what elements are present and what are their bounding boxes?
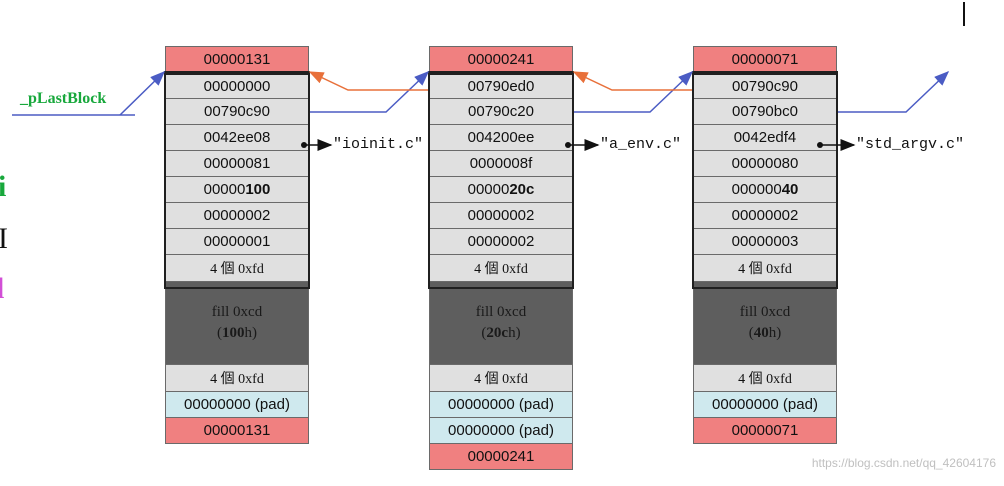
fill-size: (100h) — [217, 325, 257, 341]
data-fill-area: fill 0xcd (20ch) — [429, 281, 573, 365]
fill-size: (40h) — [748, 325, 782, 341]
no-mans-land-bottom: 4 個 0xfd — [693, 364, 837, 392]
filename-label-2: "a_env.c" — [600, 136, 682, 153]
fill-label: fill 0xcd — [211, 304, 263, 320]
memory-block-1: 00000131 00000000 00790c90 0042ee08 0000… — [165, 46, 309, 444]
no-mans-land-top: 4 個 0xfd — [693, 254, 837, 282]
block-use-cell: 00000002 — [165, 202, 309, 229]
plastblock-text: _pLastBlock — [20, 90, 107, 107]
fill-size-suffix: h — [768, 325, 777, 341]
fill-size-suffix: h — [508, 325, 516, 341]
next-pointer-cell: 00790bc0 — [693, 98, 837, 125]
block-footer: 00000071 — [693, 417, 837, 444]
line-number-cell: 0000008f — [429, 150, 573, 177]
no-mans-land-bottom: 4 個 0xfd — [165, 364, 309, 392]
data-fill-area: fill 0xcd (40h) — [693, 281, 837, 365]
fill-size-bold: 100 — [222, 325, 245, 341]
fill-label: fill 0xcd — [739, 304, 791, 320]
watermark: https://blog.csdn.net/qq_42604176 — [811, 456, 996, 470]
next-pointer-cell: 00790c90 — [165, 98, 309, 125]
memory-block-3: 00000071 00790c90 00790bc0 0042edf4 0000… — [693, 46, 837, 444]
plastblock-pointer — [119, 70, 166, 116]
data-size-prefix: 00000 — [467, 181, 510, 198]
block-header: 00000071 — [693, 46, 837, 73]
next-arrow-1-to-2 — [310, 70, 430, 113]
fill-size-bold: 20c — [486, 325, 509, 341]
pad-cell: 00000000 (pad) — [693, 391, 837, 418]
plastblock-label: _pLastBlock — [10, 84, 136, 116]
prev-pointer-cell: 00790c90 — [693, 72, 837, 99]
next-arrow-2-to-3 — [574, 70, 694, 113]
block-header: 00000131 — [165, 46, 309, 73]
fill-label: fill 0xcd — [475, 304, 527, 320]
fill-size-suffix: h — [244, 325, 253, 341]
line-number-cell: 00000080 — [693, 150, 837, 177]
block-use-cell: 00000002 — [429, 202, 573, 229]
data-size-prefix: 00000 — [203, 181, 246, 198]
data-fill-area: fill 0xcd (100h) — [165, 281, 309, 365]
cropped-text-fragment-1: i — [0, 170, 7, 203]
next-arrow-3-out — [838, 70, 950, 113]
data-size-bold: 40 — [781, 181, 799, 198]
block-footer: 00000241 — [429, 443, 573, 470]
fill-size: (20ch) — [481, 325, 521, 341]
data-size-bold: 20c — [509, 181, 535, 198]
cropped-text-fragment-3: l — [0, 272, 5, 305]
block-footer: 00000131 — [165, 417, 309, 444]
filename-pointer-cell: 004200ee — [429, 124, 573, 151]
data-size-prefix: 000000 — [731, 181, 782, 198]
next-pointer-cell: 00790c20 — [429, 98, 573, 125]
prev-arrow-2-to-1 — [308, 71, 428, 91]
fill-size-bold: 40 — [753, 325, 769, 341]
prev-arrow-3-to-2 — [572, 71, 692, 91]
cropped-text-fragment-2: I — [0, 222, 8, 255]
filename-label-1: "ioinit.c" — [333, 136, 424, 153]
filename-label-3: "std_argv.c" — [856, 136, 965, 153]
pad-cell: 00000000 (pad) — [429, 391, 573, 418]
data-size-bold: 100 — [245, 181, 271, 198]
memory-block-2: 00000241 00790ed0 00790c20 004200ee 0000… — [429, 46, 573, 470]
